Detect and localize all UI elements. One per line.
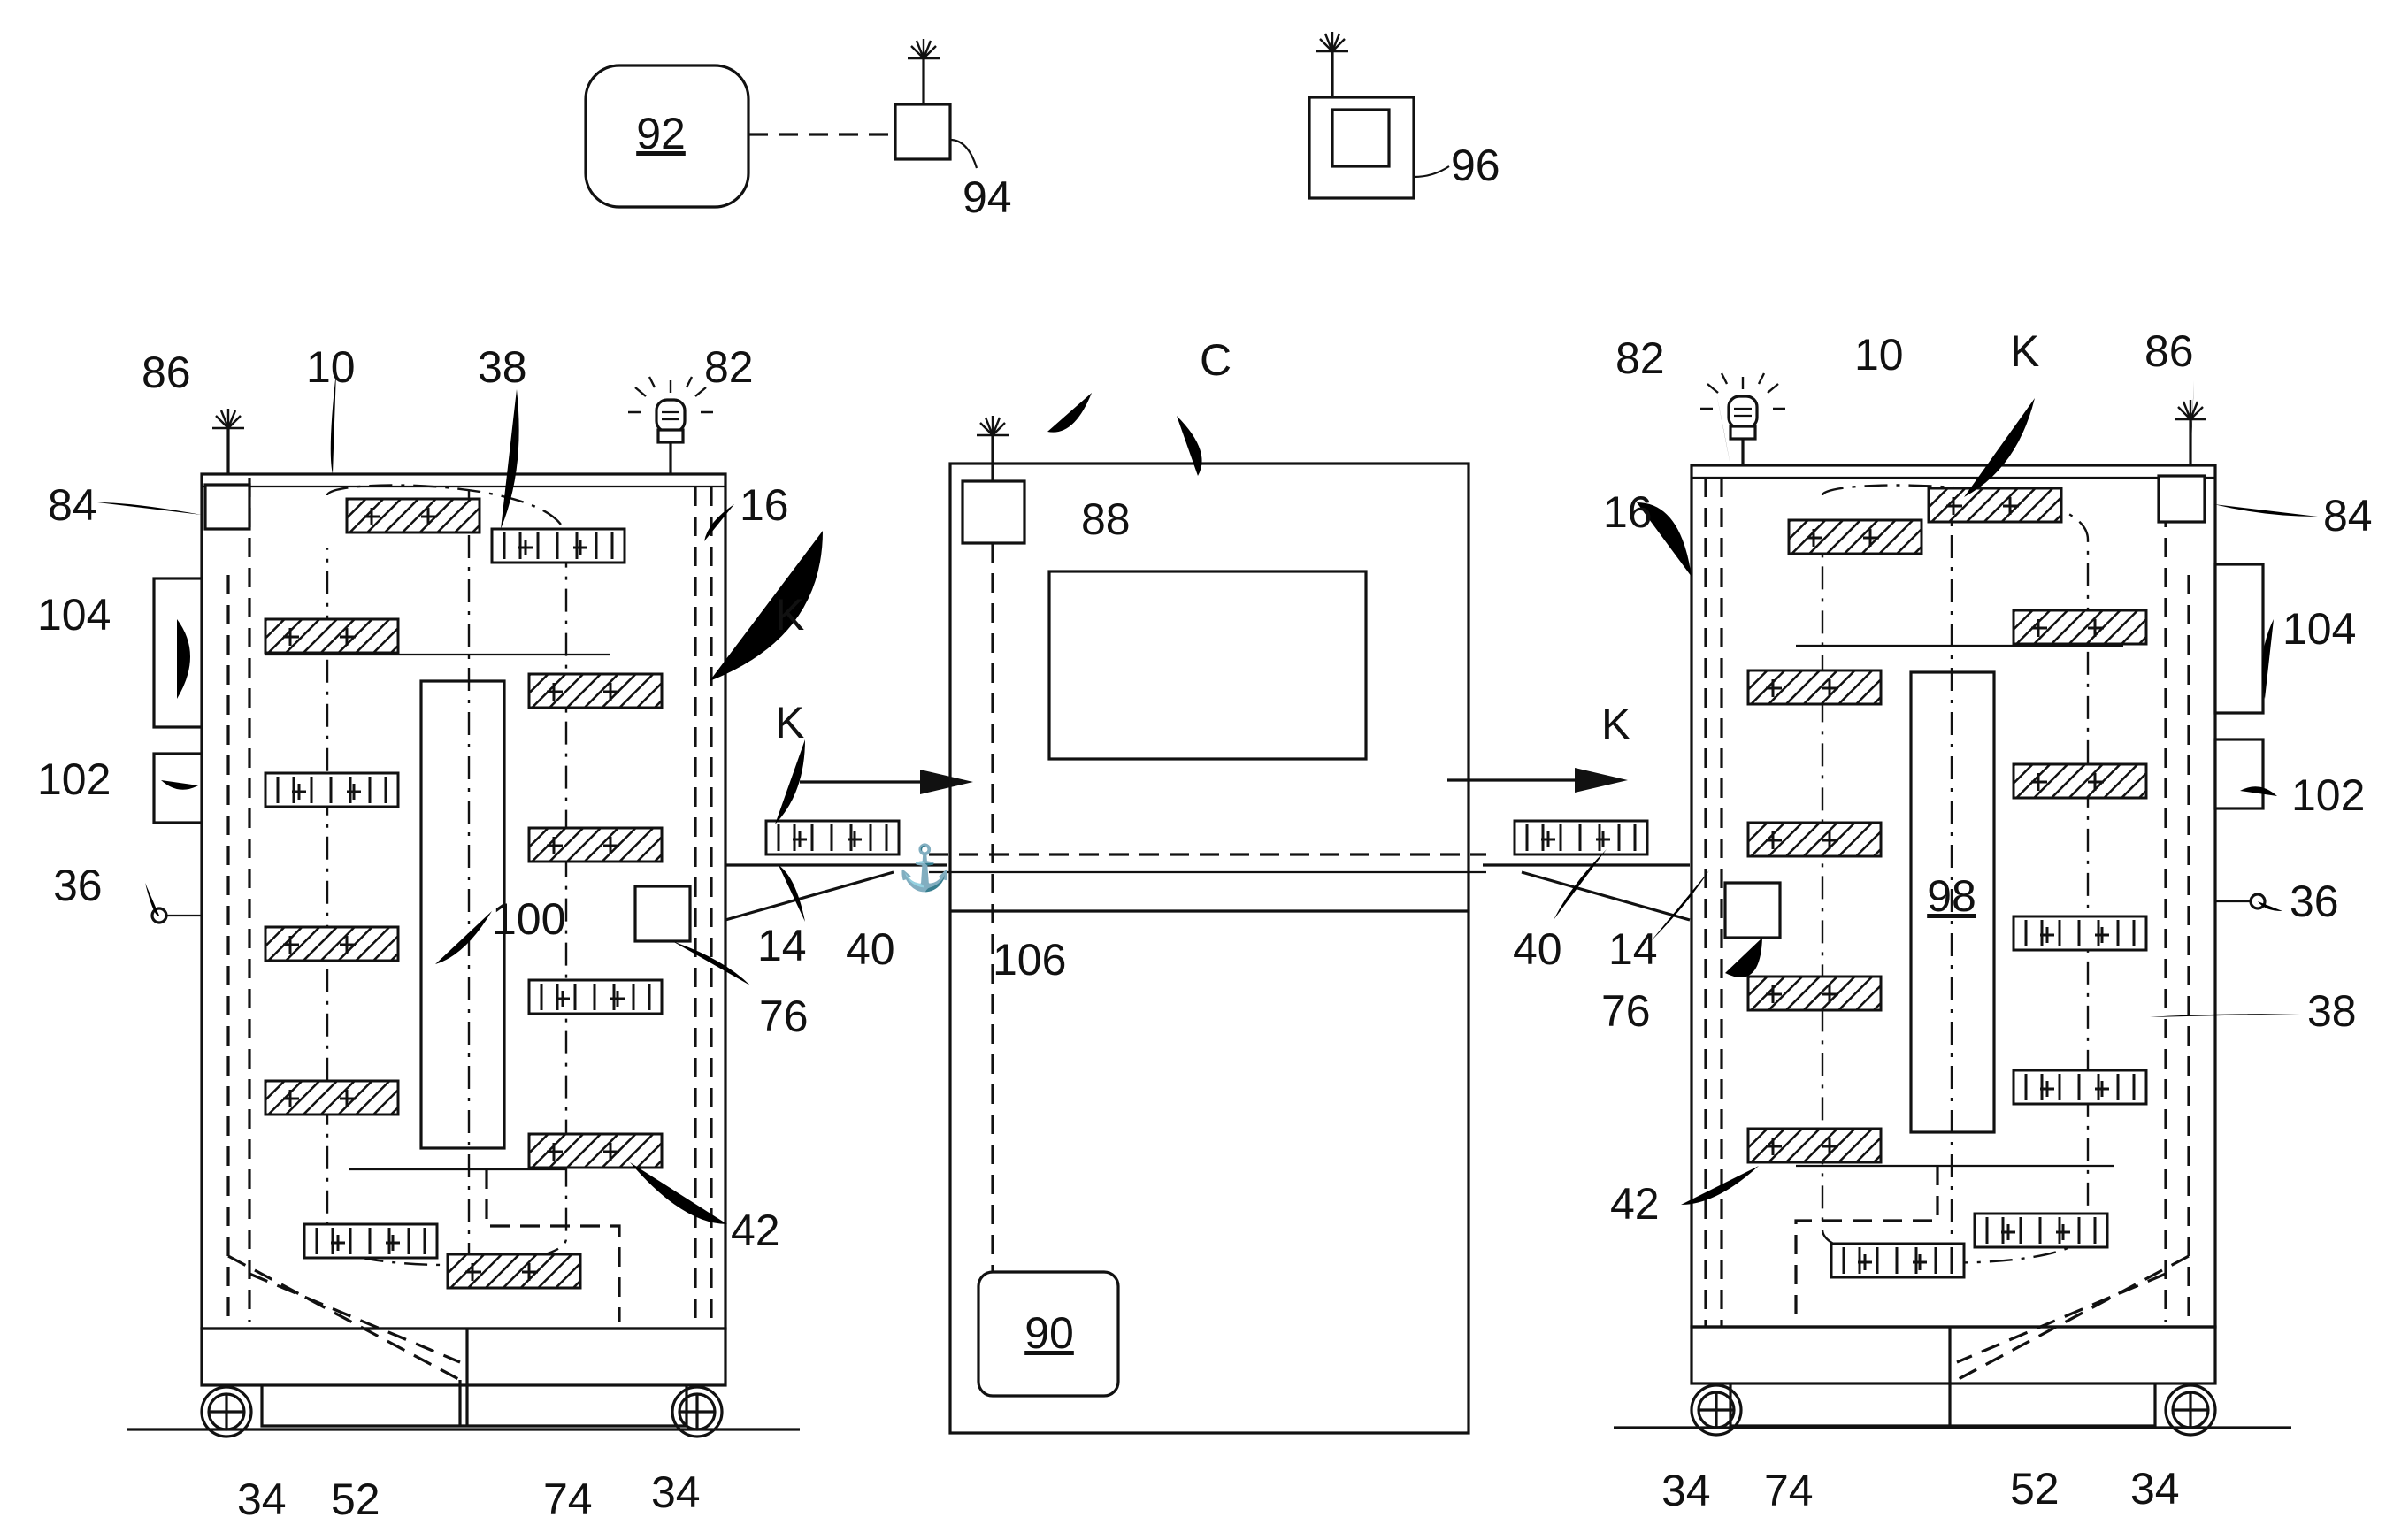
storage-shelf bbox=[1748, 1129, 1881, 1162]
arrow-right bbox=[1575, 768, 1628, 793]
label-K-transfer: K bbox=[775, 698, 804, 747]
label-34b-right: 34 bbox=[2130, 1464, 2180, 1513]
symbol-106: ⚓ bbox=[897, 842, 952, 893]
storage-shelf bbox=[265, 1081, 398, 1115]
label-10-right: 10 bbox=[1854, 330, 1904, 379]
label-42: 42 bbox=[731, 1206, 780, 1255]
controller-84 bbox=[205, 485, 249, 529]
label-106: 106 bbox=[993, 935, 1066, 985]
storage-shelf bbox=[265, 619, 398, 653]
storage-shelf bbox=[304, 1224, 437, 1258]
label-38-right: 38 bbox=[2307, 986, 2357, 1036]
label-102: 102 bbox=[37, 755, 111, 804]
label-K-right-transfer: K bbox=[1601, 700, 1630, 749]
label-34-right: 34 bbox=[1661, 1466, 1711, 1515]
label-40-right: 40 bbox=[1513, 924, 1562, 974]
label-40: 40 bbox=[846, 924, 895, 974]
label-52-right: 52 bbox=[2010, 1464, 2060, 1513]
screen bbox=[1049, 571, 1366, 759]
storage-shelf bbox=[529, 674, 662, 708]
label-74-right: 74 bbox=[1764, 1466, 1814, 1515]
container-K-outgoing bbox=[766, 821, 899, 854]
label-34: 34 bbox=[237, 1475, 287, 1524]
storage-shelf bbox=[2014, 1070, 2146, 1104]
workstation-C: 90 ⚓ bbox=[897, 416, 1486, 1433]
storage-shelf bbox=[265, 773, 398, 807]
label-16-right: 16 bbox=[1603, 487, 1653, 537]
storage-shelf bbox=[1748, 823, 1881, 856]
label-96: 96 bbox=[1451, 141, 1500, 190]
display-panel-104-right bbox=[2215, 564, 2263, 713]
storage-shelf bbox=[1748, 977, 1881, 1010]
label-14-right: 14 bbox=[1608, 924, 1658, 974]
label-86: 86 bbox=[142, 348, 191, 397]
storage-shelf bbox=[529, 828, 662, 862]
label-36-right: 36 bbox=[2290, 877, 2339, 926]
transceiver-94: 94 bbox=[895, 39, 1012, 222]
left-storage-cabinet bbox=[152, 377, 725, 1437]
label-86-right: 86 bbox=[2144, 326, 2194, 376]
label-76: 76 bbox=[759, 992, 809, 1041]
label-94: 94 bbox=[963, 172, 1012, 222]
label-C: C bbox=[1200, 335, 1231, 385]
label-104-right: 104 bbox=[2282, 604, 2356, 654]
label-90: 90 bbox=[1024, 1308, 1074, 1358]
label-74: 74 bbox=[543, 1475, 593, 1524]
storage-shelf bbox=[492, 529, 625, 563]
storage-shelf bbox=[2014, 916, 2146, 950]
label-92: 92 bbox=[636, 109, 686, 158]
arrow-right bbox=[920, 770, 973, 794]
reader-76 bbox=[635, 886, 690, 941]
storage-shelf bbox=[1789, 520, 1922, 554]
label-104: 104 bbox=[37, 590, 111, 640]
storage-shelf bbox=[529, 980, 662, 1014]
right-storage-cabinet: 98 bbox=[1692, 373, 2265, 1435]
label-76-right: 76 bbox=[1601, 986, 1651, 1036]
label-84: 84 bbox=[48, 480, 97, 530]
label-16: 16 bbox=[740, 480, 789, 530]
storage-shelf bbox=[1748, 670, 1881, 704]
label-14: 14 bbox=[757, 921, 807, 970]
controller-84-right bbox=[2159, 476, 2205, 522]
storage-shelf bbox=[2014, 764, 2146, 798]
label-K: K bbox=[775, 590, 804, 640]
label-34b: 34 bbox=[651, 1467, 701, 1517]
storage-shelf bbox=[2014, 610, 2146, 644]
storage-shelf bbox=[1975, 1214, 2107, 1247]
storage-shelf bbox=[1831, 1244, 1964, 1277]
keypad-102-right bbox=[2215, 739, 2263, 808]
handheld-device-96: 96 bbox=[1309, 32, 1500, 198]
label-102-right: 102 bbox=[2291, 770, 2365, 820]
storage-shelf bbox=[529, 1134, 662, 1168]
label-88: 88 bbox=[1081, 494, 1131, 544]
label-38: 38 bbox=[478, 342, 527, 392]
label-42-right: 42 bbox=[1610, 1179, 1660, 1229]
storage-shelf bbox=[265, 927, 398, 961]
reader-76-right bbox=[1725, 883, 1780, 938]
label-36: 36 bbox=[53, 861, 103, 910]
label-10: 10 bbox=[306, 342, 356, 392]
storage-shelf bbox=[1929, 488, 2061, 522]
storage-shelf bbox=[448, 1254, 580, 1288]
storage-shelf bbox=[347, 499, 480, 532]
label-82: 82 bbox=[704, 342, 754, 392]
label-82-right: 82 bbox=[1615, 333, 1665, 383]
label-52: 52 bbox=[331, 1475, 380, 1524]
label-84-right: 84 bbox=[2323, 491, 2373, 540]
transceiver-88 bbox=[963, 481, 1024, 543]
label-K-right: K bbox=[2010, 326, 2039, 376]
container-K-incoming bbox=[1515, 821, 1647, 854]
label-100: 100 bbox=[492, 894, 565, 944]
central-computer-92: 92 bbox=[586, 65, 748, 207]
